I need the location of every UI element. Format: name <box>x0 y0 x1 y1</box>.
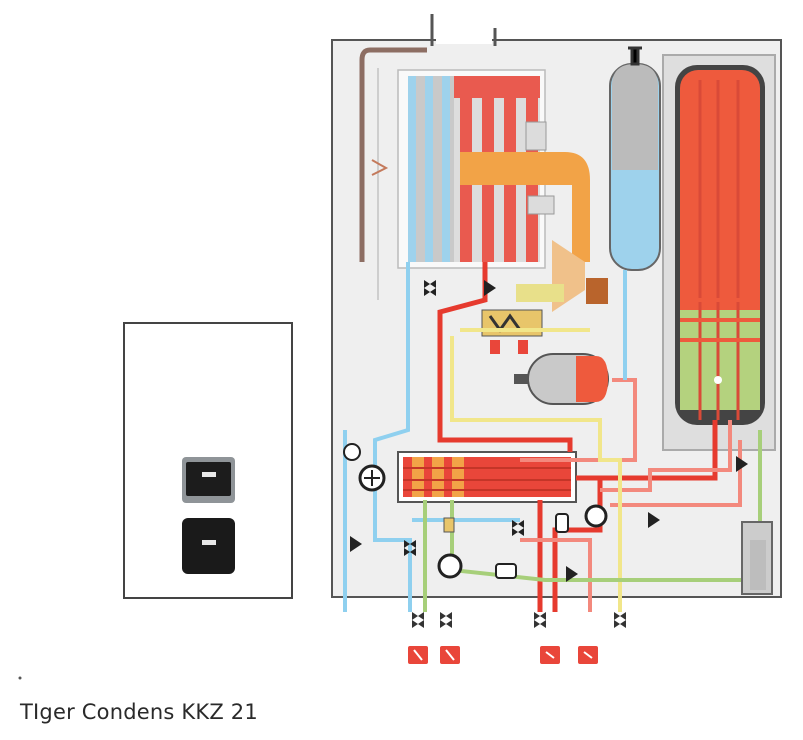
service-valves[interactable] <box>412 612 626 628</box>
dial-control-icon[interactable] <box>182 518 235 574</box>
display-control-icon[interactable] <box>182 457 235 503</box>
burner-duct <box>460 152 590 262</box>
expansion-vessel-icon <box>609 46 661 271</box>
storage-tank-icon <box>662 54 776 451</box>
valve-icon[interactable] <box>350 280 748 582</box>
front-unit <box>123 322 293 599</box>
gas-valve-icon[interactable] <box>481 309 543 337</box>
gas-line <box>450 328 622 612</box>
product-caption: TIger Condens KKZ 21 <box>20 700 258 724</box>
pump-icon[interactable] <box>358 464 386 492</box>
valve-icon[interactable] <box>343 340 569 579</box>
pump-icon[interactable] <box>437 553 463 579</box>
pressure-vessel-icon <box>514 353 609 405</box>
pump-icon[interactable] <box>584 504 608 528</box>
connection-markers <box>408 646 598 664</box>
condensate-trap-icon <box>741 521 773 595</box>
flue-pipe <box>359 47 427 262</box>
